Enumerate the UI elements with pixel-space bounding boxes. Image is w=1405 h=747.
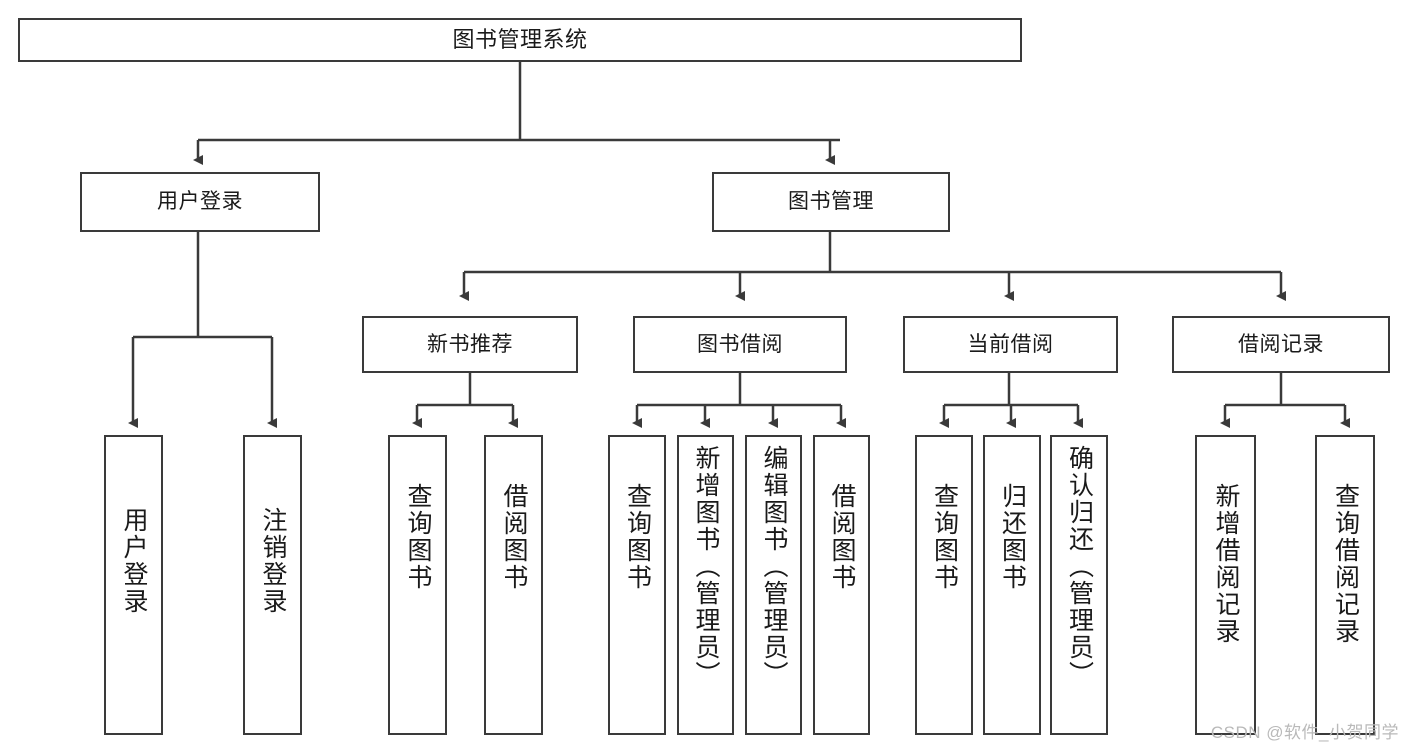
leaf-query-book-borrow[interactable]: 查询图书 — [608, 435, 666, 735]
node-label: 查询图书 — [930, 483, 959, 591]
node-label: 用户登录 — [120, 507, 148, 615]
node-label: 当前借阅 — [967, 332, 1054, 356]
node-label: 归还图书 — [998, 483, 1027, 591]
leaf-borrow-book-recommend[interactable]: 借阅图书 — [484, 435, 543, 735]
node-label: 新增借阅记录 — [1212, 483, 1240, 645]
node-current-borrow[interactable]: 当前借阅 — [903, 316, 1118, 373]
leaf-add-borrow-record[interactable]: 新增借阅记录 — [1195, 435, 1256, 735]
leaf-user-login[interactable]: 用户登录 — [104, 435, 163, 735]
node-label: 查询图书 — [623, 483, 652, 591]
node-label: 编辑图书（管理员） — [760, 445, 788, 688]
node-book-borrow[interactable]: 图书借阅 — [633, 316, 847, 373]
node-book-management[interactable]: 图书管理 — [712, 172, 950, 232]
node-label: 借阅图书 — [828, 483, 856, 591]
node-label: 注销登录 — [259, 507, 287, 615]
node-label: 图书管理系统 — [452, 26, 588, 52]
leaf-return-book[interactable]: 归还图书 — [983, 435, 1041, 735]
leaf-add-book-admin[interactable]: 新增图书（管理员） — [677, 435, 734, 735]
node-label: 确认归还（管理员） — [1065, 445, 1094, 688]
leaf-query-borrow-record[interactable]: 查询借阅记录 — [1315, 435, 1375, 735]
node-root-book-management-system[interactable]: 图书管理系统 — [18, 18, 1022, 62]
leaf-query-book-current[interactable]: 查询图书 — [915, 435, 973, 735]
node-label: 借阅记录 — [1238, 332, 1324, 356]
node-user-login[interactable]: 用户登录 — [80, 172, 320, 232]
leaf-confirm-return-admin[interactable]: 确认归还（管理员） — [1050, 435, 1108, 735]
node-label: 用户登录 — [157, 190, 243, 214]
leaf-logout[interactable]: 注销登录 — [243, 435, 302, 735]
leaf-edit-book-admin[interactable]: 编辑图书（管理员） — [745, 435, 802, 735]
leaf-borrow-book[interactable]: 借阅图书 — [813, 435, 870, 735]
node-label: 新书推荐 — [427, 332, 513, 356]
node-label: 新增图书（管理员） — [692, 445, 720, 688]
node-label: 查询借阅记录 — [1331, 483, 1360, 645]
watermark-text: CSDN @软件_小贺同学 — [1210, 723, 1399, 742]
leaf-query-book-recommend[interactable]: 查询图书 — [388, 435, 447, 735]
node-borrow-record[interactable]: 借阅记录 — [1172, 316, 1390, 373]
node-label: 借阅图书 — [500, 483, 528, 591]
node-new-book-recommend[interactable]: 新书推荐 — [362, 316, 578, 373]
node-label: 查询图书 — [404, 483, 432, 591]
node-label: 图书借阅 — [697, 332, 783, 356]
node-label: 图书管理 — [788, 190, 874, 214]
